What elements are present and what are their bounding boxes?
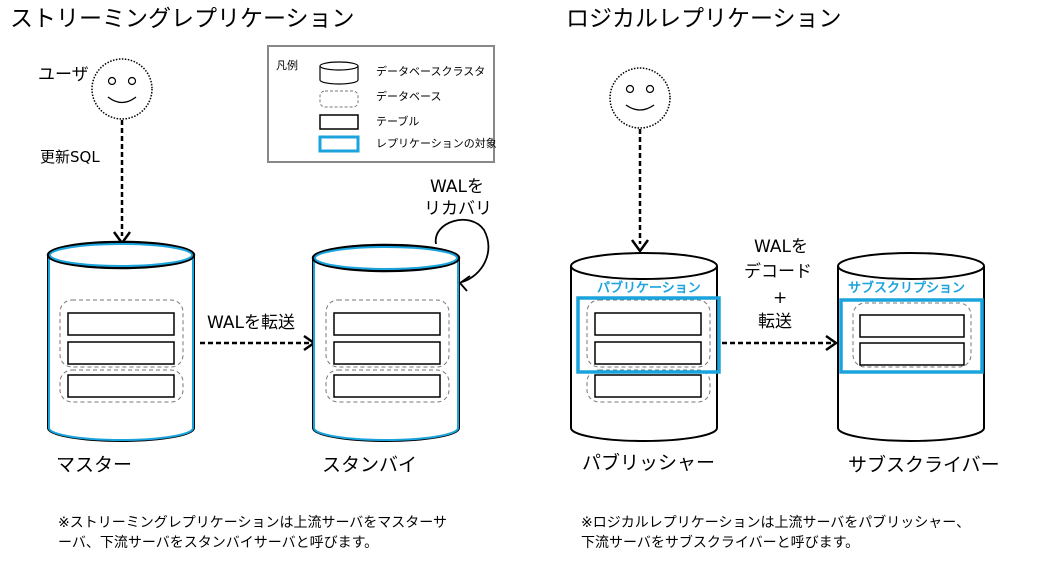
publisher-label: パブリッシャー [582,452,716,474]
subscriber-label: サブスクライバー [848,454,1000,476]
legend-cluster-label: データベースクラスタ [376,65,486,78]
decode-label-3: + [773,288,788,308]
transfer-label: WALを転送 [207,313,295,333]
master-cylinder [46,240,196,442]
legend-table-label: テーブル [376,115,420,128]
decode-label-1: WALを [754,237,808,257]
user-face-icon-right [609,67,671,129]
subscriber-cylinder [837,252,985,442]
master-label: マスター [56,454,133,476]
right-note: ※ロジカルレプリケーションは上流サーバをパブリッシャー、下流サーバをサブスクライ… [581,515,971,551]
legend-box [267,45,495,163]
legend-database-icon [319,90,359,108]
wal-recovery-loop [435,219,490,283]
standby-label: スタンバイ [322,454,418,476]
user-face-icon [91,58,153,120]
publisher-cylinder [570,252,721,442]
standby-cylinder [311,243,461,442]
left-note: ※ストリーミングレプリケーションは上流サーバをマスターサーバ、下流サーバをスタン… [58,515,448,551]
legend-table-icon [319,114,359,130]
publication-box [576,296,721,374]
legend-cluster-icon [319,61,359,85]
left-title: ストリーミングレプリケーション [10,6,355,32]
legend-target-label: レプリケーションの対象 [376,137,497,150]
right-title: ロジカルレプリケーション [566,6,842,32]
legend-title: 凡例 [276,59,298,72]
decode-label-4: 転送 [758,312,792,332]
user-label: ユーザ [38,65,89,85]
recover-label-2: リカバリ [424,199,492,219]
legend-database-label: データベース [376,90,442,103]
subscription-box [839,298,984,374]
publication-label: パブリケーション [597,281,701,296]
sql-label: 更新SQL [40,148,100,166]
legend-target-icon [318,135,360,153]
recover-label-1: WALを [430,177,484,197]
subscription-label: サブスクリプション [848,281,966,296]
decode-label-2: デコード [744,262,812,282]
